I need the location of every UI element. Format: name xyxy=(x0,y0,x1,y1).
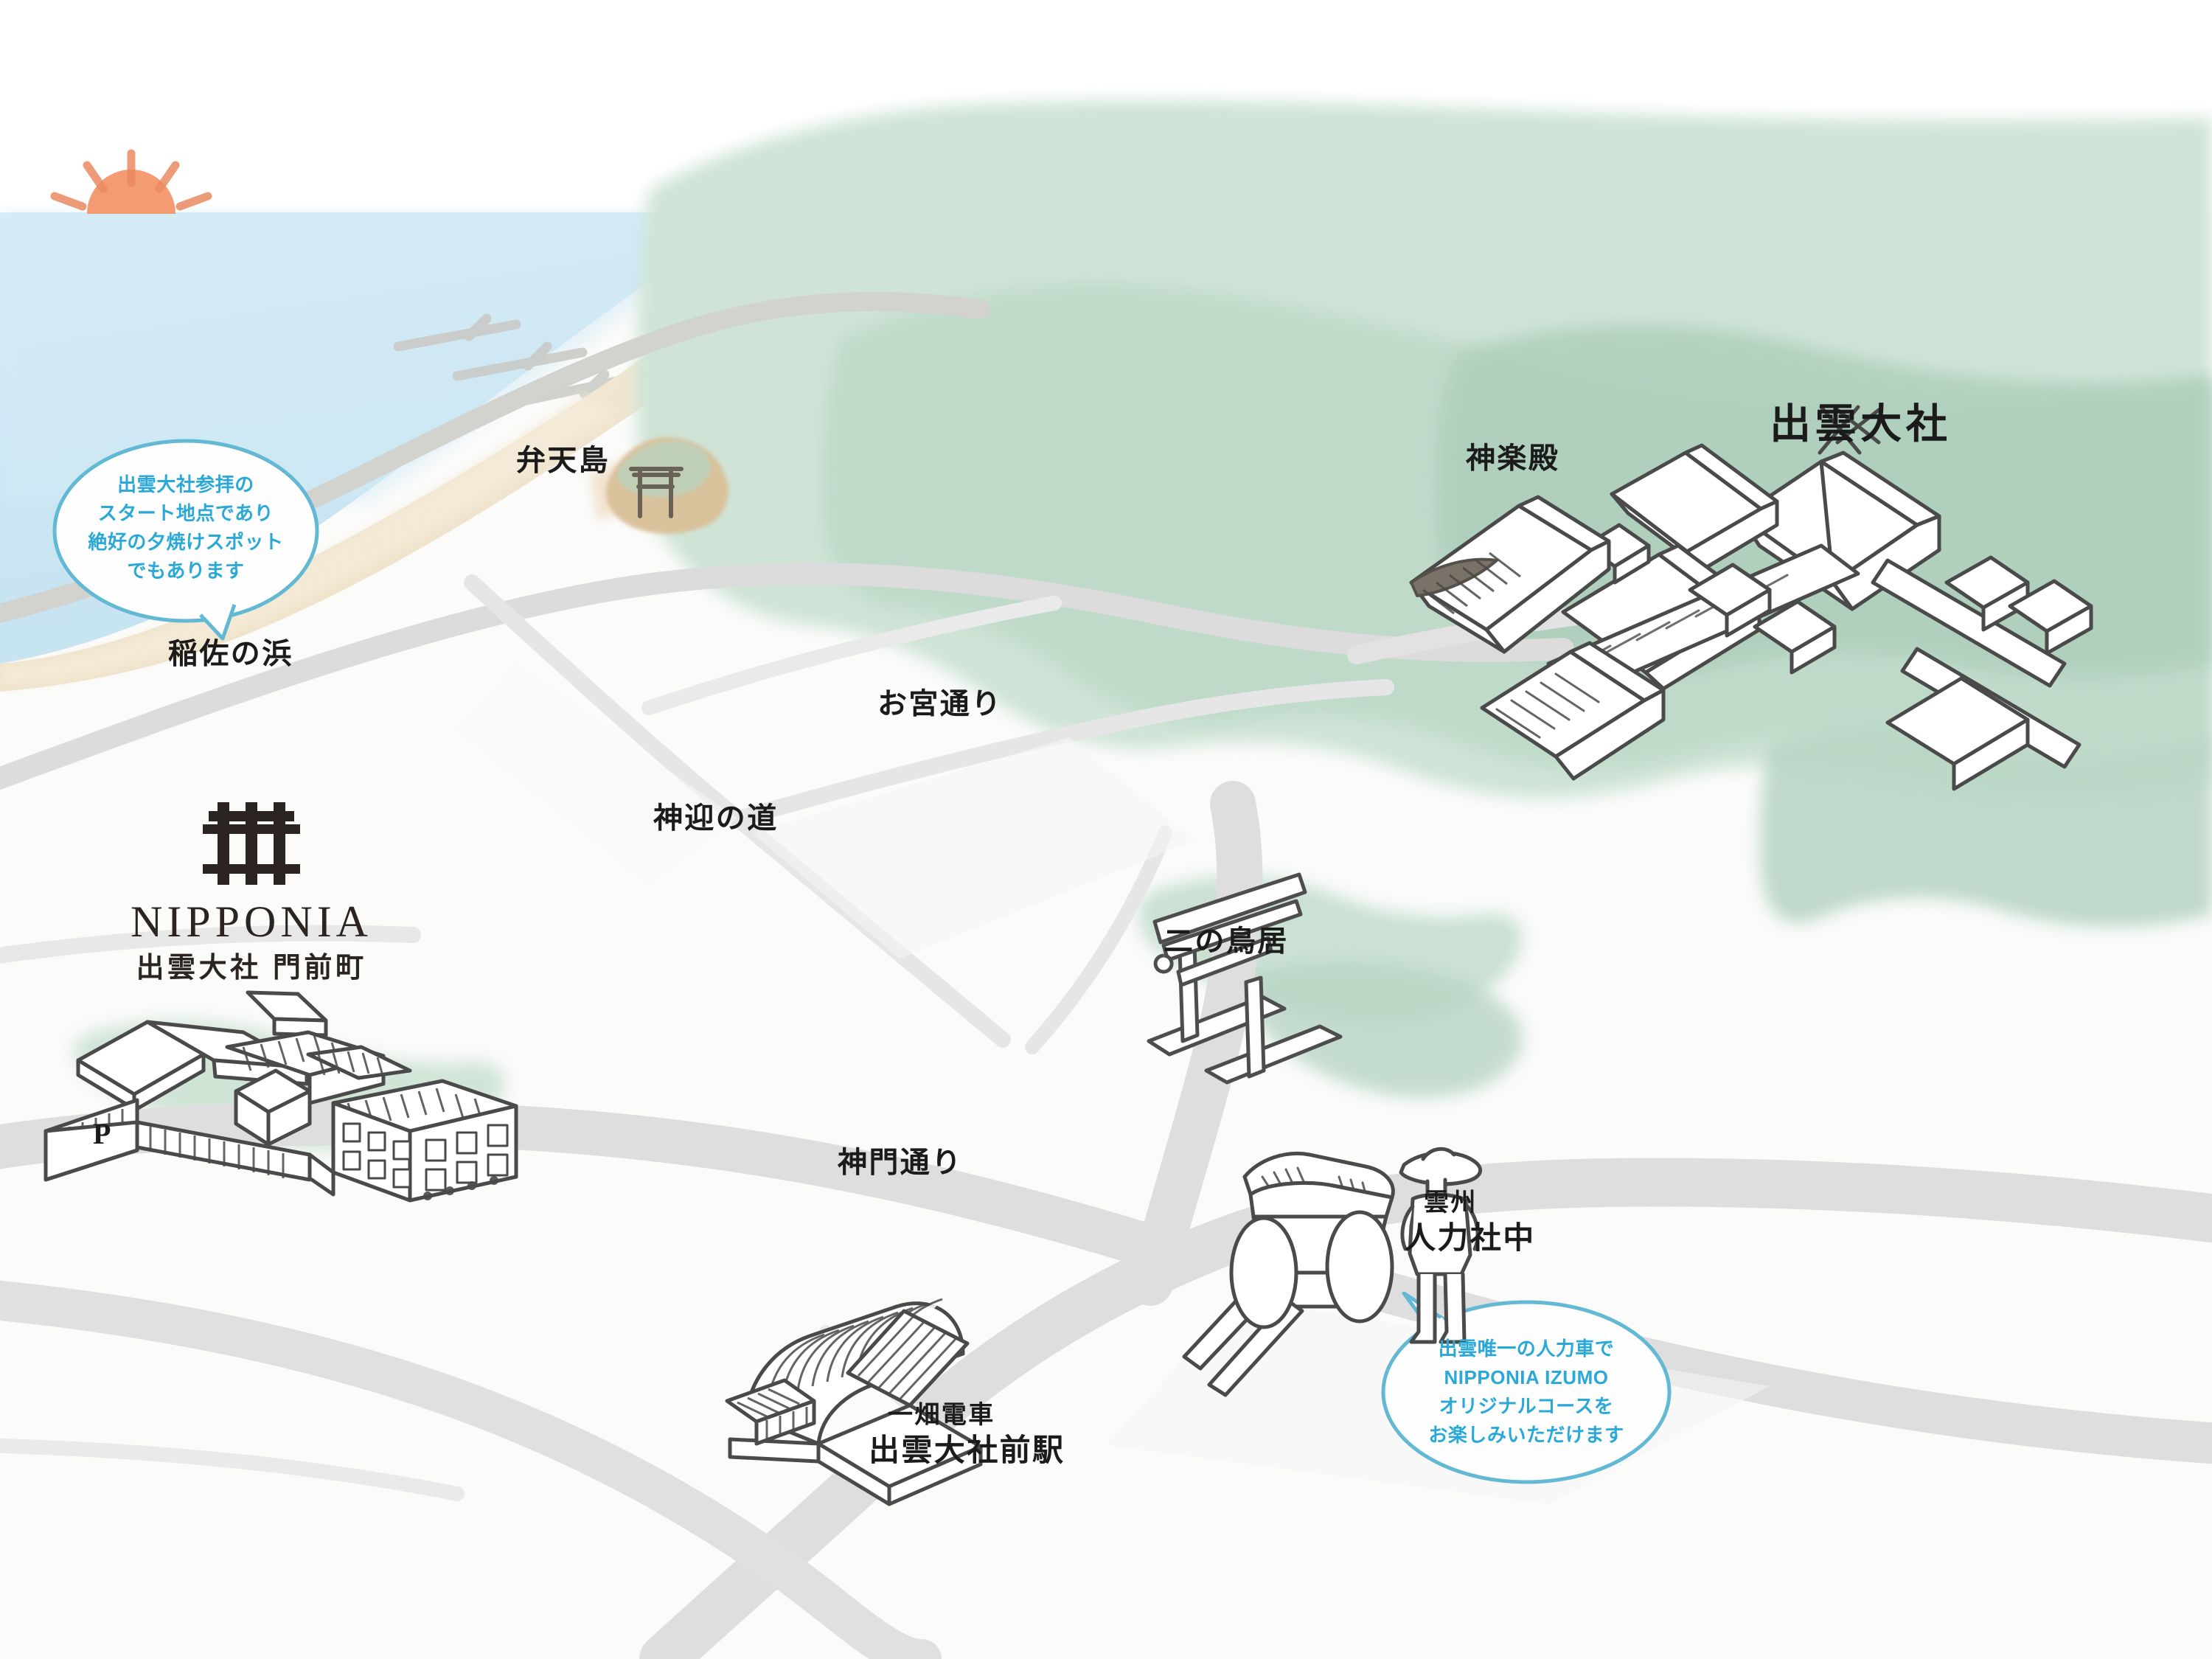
place-label-shinmon-dori: 神門通り xyxy=(838,1147,963,1179)
nipponia-buildings-illustration xyxy=(44,990,518,1203)
torii-gate-illustration xyxy=(1147,872,1343,1085)
label-line: 出雲大社前駅 xyxy=(869,1432,1065,1467)
nipponia-torii-logo xyxy=(203,802,300,885)
place-label-izumo-taisha: 出雲大社 xyxy=(1770,400,1952,447)
label-line: 雲州 xyxy=(1424,1189,1478,1217)
place-label-unshu-jinrikisha: 雲州人力社中 xyxy=(1405,1187,1536,1257)
place-label-benten-island: 弁天島 xyxy=(516,445,611,477)
station-building-illustration xyxy=(725,1298,983,1506)
kaguraden-illustration xyxy=(1409,495,1611,654)
label-line: 一畑電車 xyxy=(888,1401,995,1429)
inasa-beach-bubble xyxy=(52,439,319,641)
sunset-icon xyxy=(50,149,212,214)
label-line: 人力社中 xyxy=(1405,1220,1536,1255)
rickshaw-illustration xyxy=(1182,1147,1483,1397)
brand-wordmark: NIPPONIA xyxy=(130,897,373,946)
parking-mark: P xyxy=(93,1117,111,1150)
place-label-kamimukae-michi: 神迎の道 xyxy=(653,802,779,835)
shrine-complex-illustration xyxy=(1480,405,2093,791)
benten-island-rock-illustration xyxy=(606,437,728,534)
brand-subtitle: 出雲大社 門前町 xyxy=(136,953,367,984)
place-label-inasa-beach: 稲佐の浜 xyxy=(168,638,293,670)
place-label-kaguraden: 神楽殿 xyxy=(1466,442,1560,475)
place-label-omiya-dori: お宮通り xyxy=(877,688,1003,720)
nipponia-brand-block[interactable]: NIPPONIA 出雲大社 門前町 xyxy=(108,802,395,982)
place-label-ichibata-station: 一畑電車出雲大社前駅 xyxy=(869,1399,1065,1470)
place-label-ni-no-torii: 二の鳥居 xyxy=(1164,925,1289,958)
